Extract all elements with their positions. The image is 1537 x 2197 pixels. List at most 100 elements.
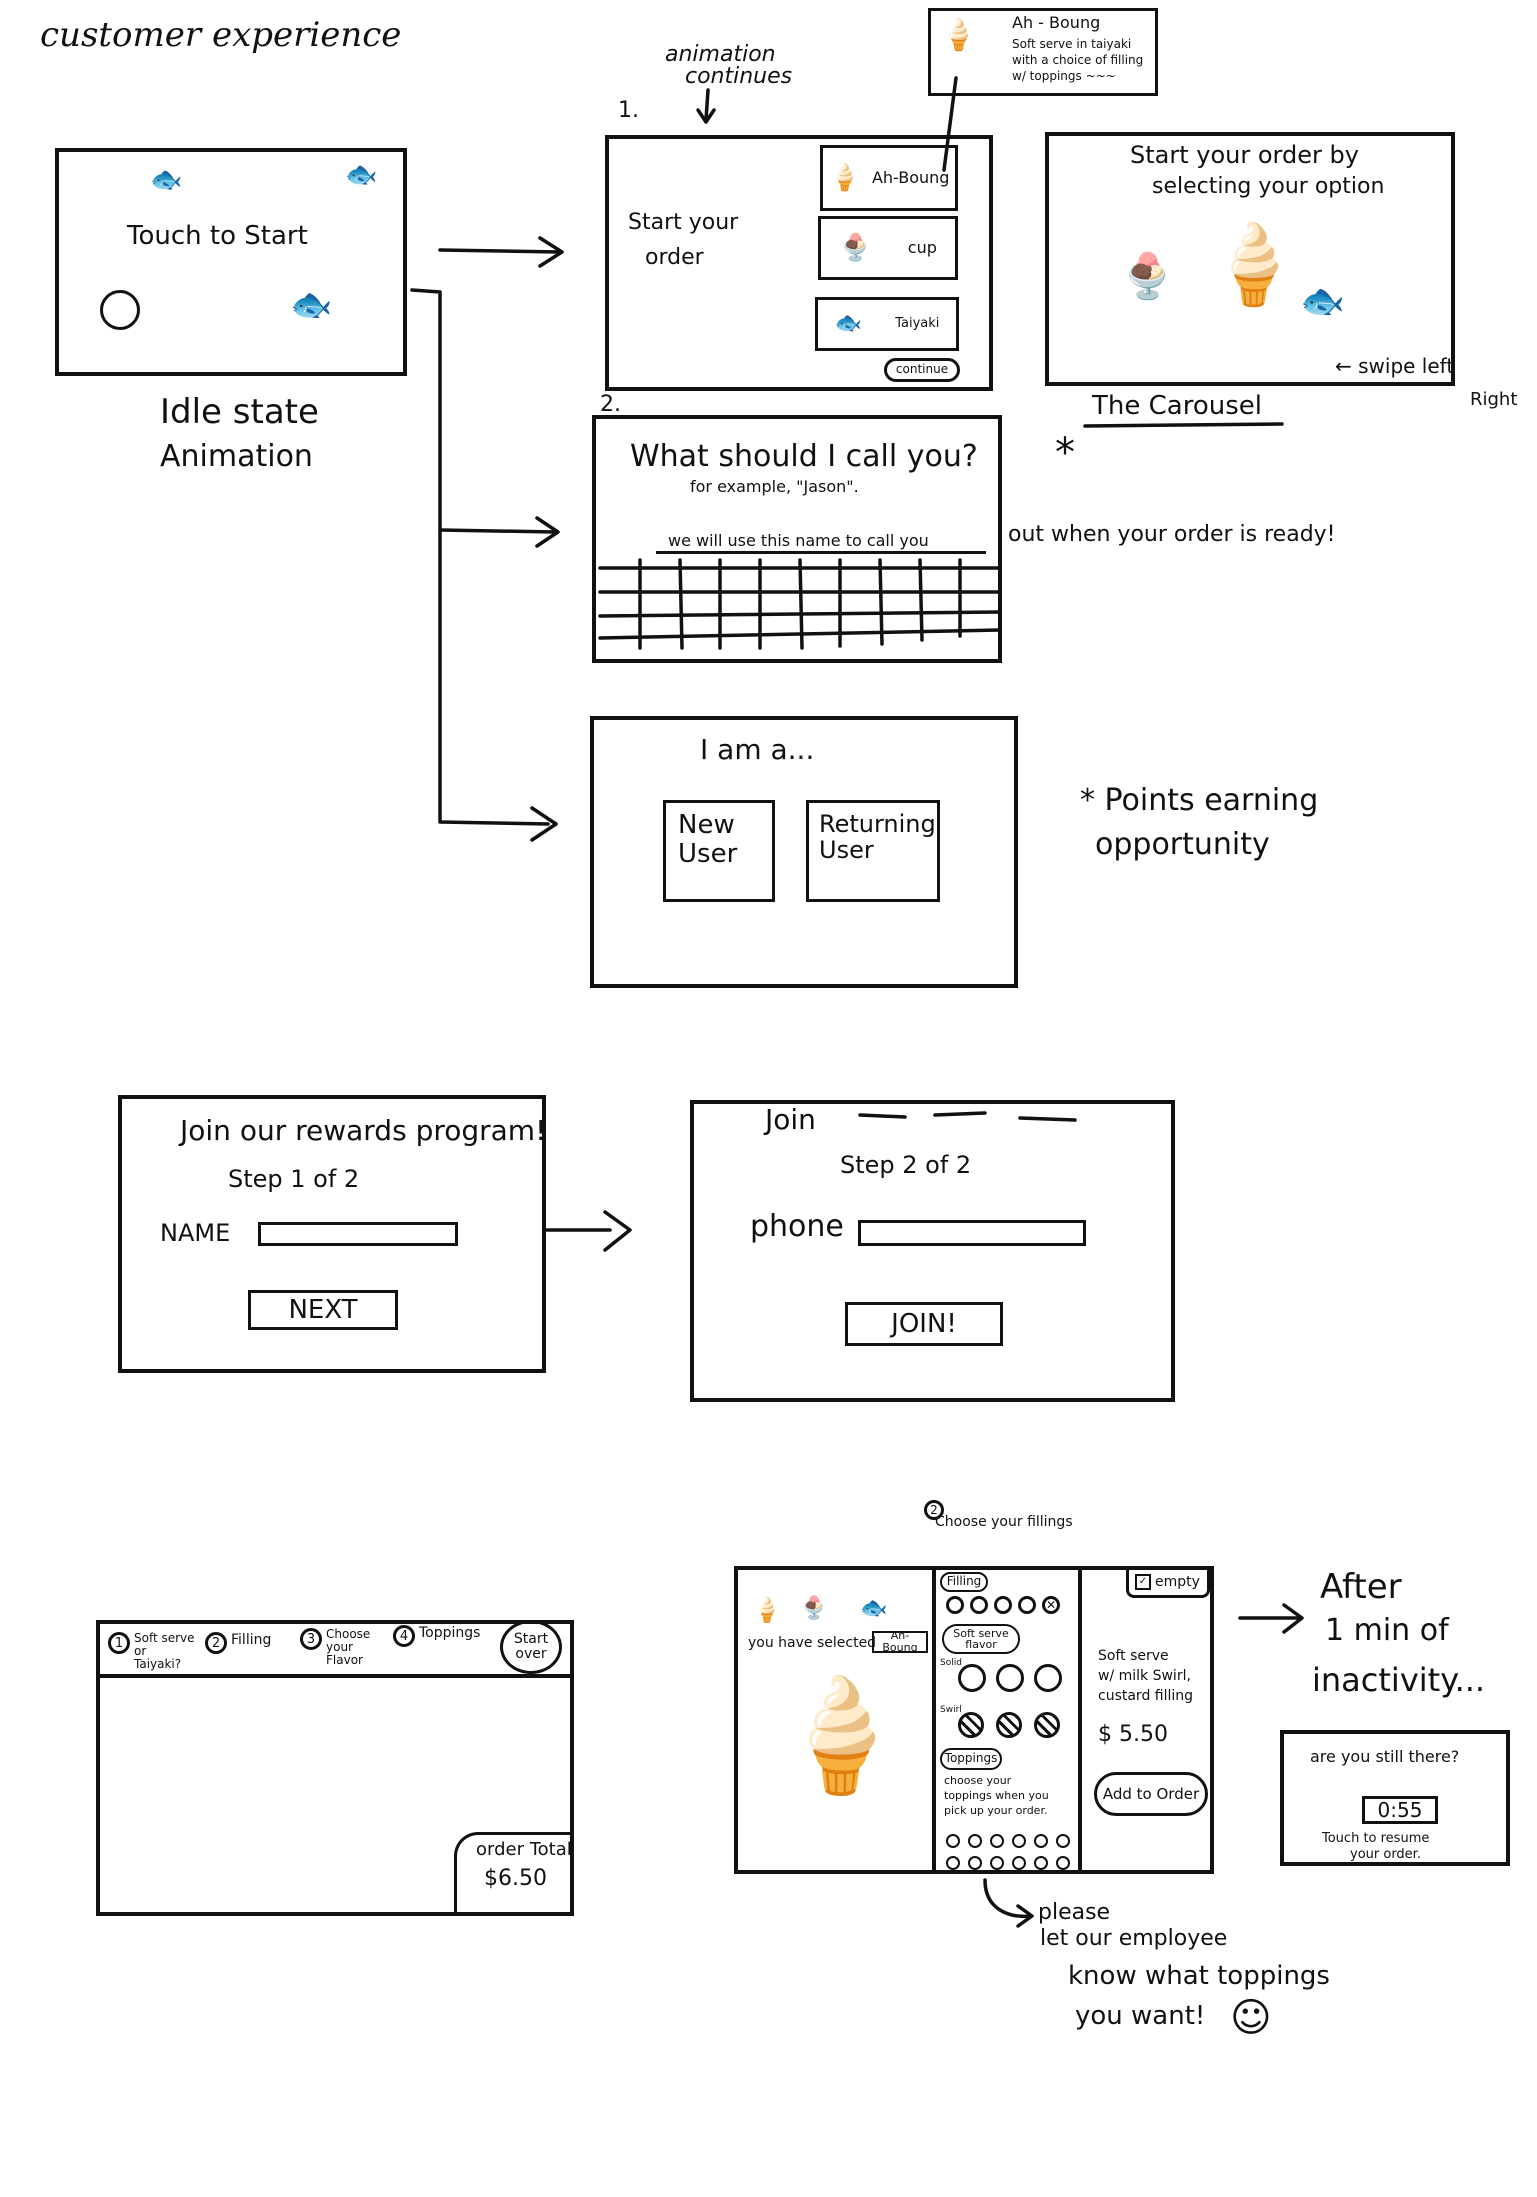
animation-annotation-line2: continues [685, 64, 793, 89]
resume-line1: Touch to resume [1322, 1831, 1430, 1846]
topping-option[interactable] [968, 1856, 982, 1870]
option-cup-button[interactable]: 🍨 cup [818, 216, 958, 280]
filling-option[interactable] [970, 1596, 988, 1614]
rewards-step1-step: Step 1 of 2 [228, 1165, 360, 1193]
start-over-button[interactable]: Start over [500, 1620, 562, 1674]
idle-label-line1: Idle state [160, 392, 319, 432]
join-button[interactable]: JOIN! [845, 1302, 1003, 1346]
callout-line2: with a choice of filling [1012, 53, 1144, 67]
solid-flavor-option[interactable] [996, 1664, 1024, 1692]
option-taiyaki-button[interactable]: 🐟 Taiyaki [815, 297, 959, 351]
order-total-label: order Total [476, 1839, 572, 1860]
filling-option[interactable] [946, 1596, 964, 1614]
next-label: NEXT [288, 1294, 358, 1325]
empty-label: empty [1155, 1573, 1200, 1590]
filling-option[interactable] [1018, 1596, 1036, 1614]
smiley-icon: ☺ [1230, 1995, 1272, 2041]
page-title: customer experience [40, 15, 402, 55]
phone-input[interactable] [858, 1220, 1086, 1246]
toppings-row [946, 1834, 1070, 1848]
order-step-bar [96, 1620, 574, 1678]
topping-option[interactable] [1034, 1856, 1048, 1870]
screen1-number: 1. [618, 98, 639, 123]
selected-prefix: you have selected [748, 1635, 877, 1651]
rewards-step1-frame [118, 1095, 546, 1373]
carousel-caption: The Carousel [1092, 391, 1262, 421]
option-label: cup [907, 238, 937, 258]
filling-none-option[interactable]: ✕ [1042, 1596, 1060, 1614]
screen2-frame [592, 415, 1002, 663]
callout-title: Ah - Boung [1012, 13, 1101, 32]
option-ah-boung-button[interactable]: 🍦 Ah-Boung [820, 145, 958, 211]
filling-option[interactable] [994, 1596, 1012, 1614]
ah-boung-icon: 🍦 [1205, 220, 1303, 310]
rewards-name-input[interactable] [258, 1222, 458, 1246]
step-label: Choose your Flavor [326, 1627, 371, 1668]
points-note-line2: opportunity [1095, 827, 1270, 862]
toppings-note-line1: please [1038, 1900, 1111, 1925]
continue-button[interactable]: continue [884, 358, 960, 382]
order-frame [96, 1620, 574, 1916]
swirl-flavor-option[interactable] [958, 1712, 984, 1738]
topping-option[interactable] [1012, 1856, 1026, 1870]
swirl-flavor-option[interactable] [996, 1712, 1022, 1738]
animation-annotation-line1: animation [665, 42, 776, 67]
name-input[interactable] [656, 528, 986, 554]
rewards-step2-title: Join [765, 1103, 816, 1136]
fillings-column-divider [1078, 1566, 1082, 1874]
new-user-button[interactable]: New User [663, 800, 775, 902]
topping-option[interactable] [946, 1856, 960, 1870]
fish-icon: 🐟 [150, 165, 183, 195]
topping-option[interactable] [990, 1834, 1004, 1848]
taiyaki-icon: 🐟 [1300, 281, 1345, 322]
countdown-timer: 0:55 [1362, 1796, 1438, 1824]
topping-option[interactable] [1034, 1834, 1048, 1848]
name-question: What should I call you? [630, 439, 978, 474]
swipe-right-note: Right [1470, 389, 1518, 410]
points-note-line1: * Points earning [1080, 783, 1319, 818]
step-number-badge: 2 [205, 1632, 227, 1654]
touch-to-start-text: Touch to Start [127, 221, 308, 251]
solid-label: Solid [940, 1658, 962, 1668]
carousel-frame[interactable] [1045, 132, 1455, 386]
screen2-number: 2. [600, 392, 621, 417]
order-step-3[interactable]: 3 Choose your Flavor [300, 1627, 388, 1668]
topping-option[interactable] [1056, 1856, 1070, 1870]
step-number-badge: 1 [108, 1632, 130, 1654]
phone-field-label: phone [750, 1209, 844, 1244]
step-number-badge: 4 [393, 1625, 415, 1647]
solid-flavor-option[interactable] [1034, 1664, 1062, 1692]
rewards-title: Join our rewards program! [180, 1114, 547, 1147]
returning-user-button[interactable]: Returning User [806, 800, 940, 902]
topping-option[interactable] [1056, 1834, 1070, 1848]
ah-boung-icon: 🍦 [752, 1596, 782, 1624]
cup-icon: 🍨 [800, 1596, 828, 1621]
order-step-2[interactable]: 2 Filling [205, 1632, 271, 1654]
step-number-badge: 2 [924, 1500, 944, 1520]
order-step-4[interactable]: 4 Toppings [393, 1625, 480, 1647]
swirl-flavor-option[interactable] [1034, 1712, 1060, 1738]
carousel-line2: selecting your option [1152, 174, 1385, 199]
empty-checkbox[interactable]: ✓ empty [1126, 1568, 1210, 1598]
topping-option[interactable] [990, 1856, 1004, 1870]
taiyaki-icon: 🐟 [834, 310, 862, 336]
option-label: Ah-Boung [871, 168, 950, 188]
add-to-order-button[interactable]: Add to Order [1094, 1772, 1208, 1816]
order-step-1[interactable]: 1 Soft serve or Taiyaki? [108, 1631, 196, 1672]
name-note-outside: out when your order is ready! [1008, 522, 1336, 547]
topping-option[interactable] [968, 1834, 982, 1848]
solid-flavor-option[interactable] [958, 1664, 986, 1692]
swirl-label: Swirl [940, 1705, 962, 1715]
fillings-column-divider [932, 1566, 936, 1874]
resume-line2: your order. [1350, 1847, 1421, 1862]
after-note-line1: After [1320, 1567, 1402, 1607]
toppings-note-line4: you want! [1075, 2001, 1206, 2031]
next-button[interactable]: NEXT [248, 1290, 398, 1330]
selected-value-tag: Ah-Boung [872, 1629, 928, 1654]
still-there-question: are you still there? [1310, 1747, 1460, 1766]
inactivity-frame[interactable] [1280, 1730, 1510, 1866]
topping-option[interactable] [946, 1834, 960, 1848]
toppings-tag: Toppings [940, 1748, 1002, 1770]
topping-option[interactable] [1012, 1834, 1026, 1848]
idle-screen[interactable] [55, 148, 407, 376]
